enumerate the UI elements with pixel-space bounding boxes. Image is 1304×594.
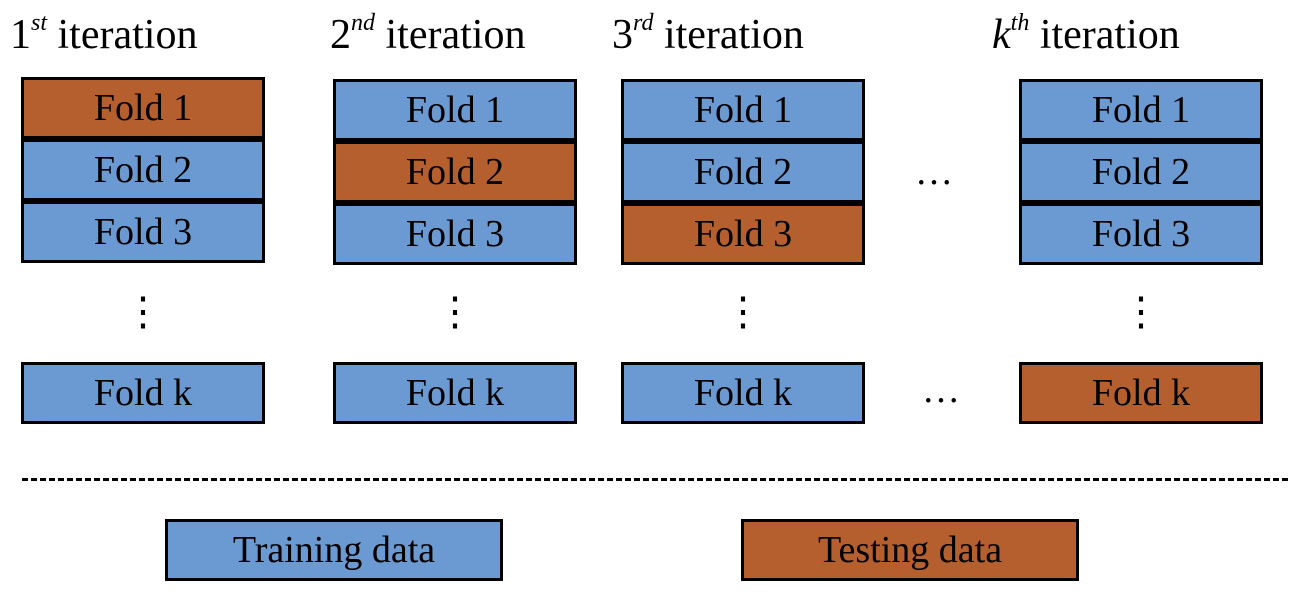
- iteration-k-number: k: [992, 12, 1011, 58]
- iteration-1-number: 1: [10, 12, 31, 58]
- iteration-2-fold-2: Fold 2: [333, 141, 577, 203]
- iteration-2-number: 2: [330, 12, 351, 58]
- iteration-3-word: iteration: [663, 12, 804, 58]
- horizontal-ellipsis: …: [922, 369, 962, 411]
- vertical-ellipsis: ⋮: [435, 289, 475, 334]
- iteration-2-fold-3: Fold 3: [333, 203, 577, 265]
- iteration-2-title: 2nd iteration: [330, 11, 526, 58]
- legend-training-data: Training data: [165, 519, 503, 581]
- vertical-ellipsis: ⋮: [723, 289, 763, 334]
- iteration-1-fold-3: Fold 3: [21, 201, 265, 263]
- iteration-3-title: 3rd iteration: [612, 11, 804, 58]
- iteration-2-fold-k: Fold k: [333, 362, 577, 424]
- iteration-3-fold-3: Fold 3: [621, 203, 865, 265]
- iteration-1-suffix: st: [31, 10, 48, 36]
- iteration-1-fold-2: Fold 2: [21, 139, 265, 201]
- iteration-3-fold-2: Fold 2: [621, 141, 865, 203]
- iteration-2-suffix: nd: [351, 10, 375, 36]
- dashed-divider: [22, 478, 1288, 481]
- horizontal-ellipsis: …: [915, 151, 955, 193]
- iteration-k-word: iteration: [1039, 12, 1180, 58]
- vertical-ellipsis: ⋮: [123, 289, 163, 334]
- iteration-1-fold-k: Fold k: [21, 362, 265, 424]
- iteration-1-fold-1: Fold 1: [21, 77, 265, 139]
- iteration-2-word: iteration: [385, 12, 526, 58]
- iteration-2-fold-1: Fold 1: [333, 79, 577, 141]
- iteration-k-title: kth iteration: [992, 11, 1180, 58]
- iteration-k-suffix: th: [1010, 10, 1030, 36]
- iteration-1-title: 1st iteration: [10, 11, 198, 58]
- legend-testing-data: Testing data: [741, 519, 1079, 581]
- iteration-1-word: iteration: [57, 12, 198, 58]
- vertical-ellipsis: ⋮: [1121, 289, 1161, 334]
- iteration-k-fold-3: Fold 3: [1019, 203, 1263, 265]
- iteration-3-fold-k: Fold k: [621, 362, 865, 424]
- iteration-k-fold-1: Fold 1: [1019, 79, 1263, 141]
- iteration-k-fold-k: Fold k: [1019, 362, 1263, 424]
- iteration-3-number: 3: [612, 12, 633, 58]
- iteration-k-fold-2: Fold 2: [1019, 141, 1263, 203]
- iteration-3-fold-1: Fold 1: [621, 79, 865, 141]
- iteration-3-suffix: rd: [633, 10, 654, 36]
